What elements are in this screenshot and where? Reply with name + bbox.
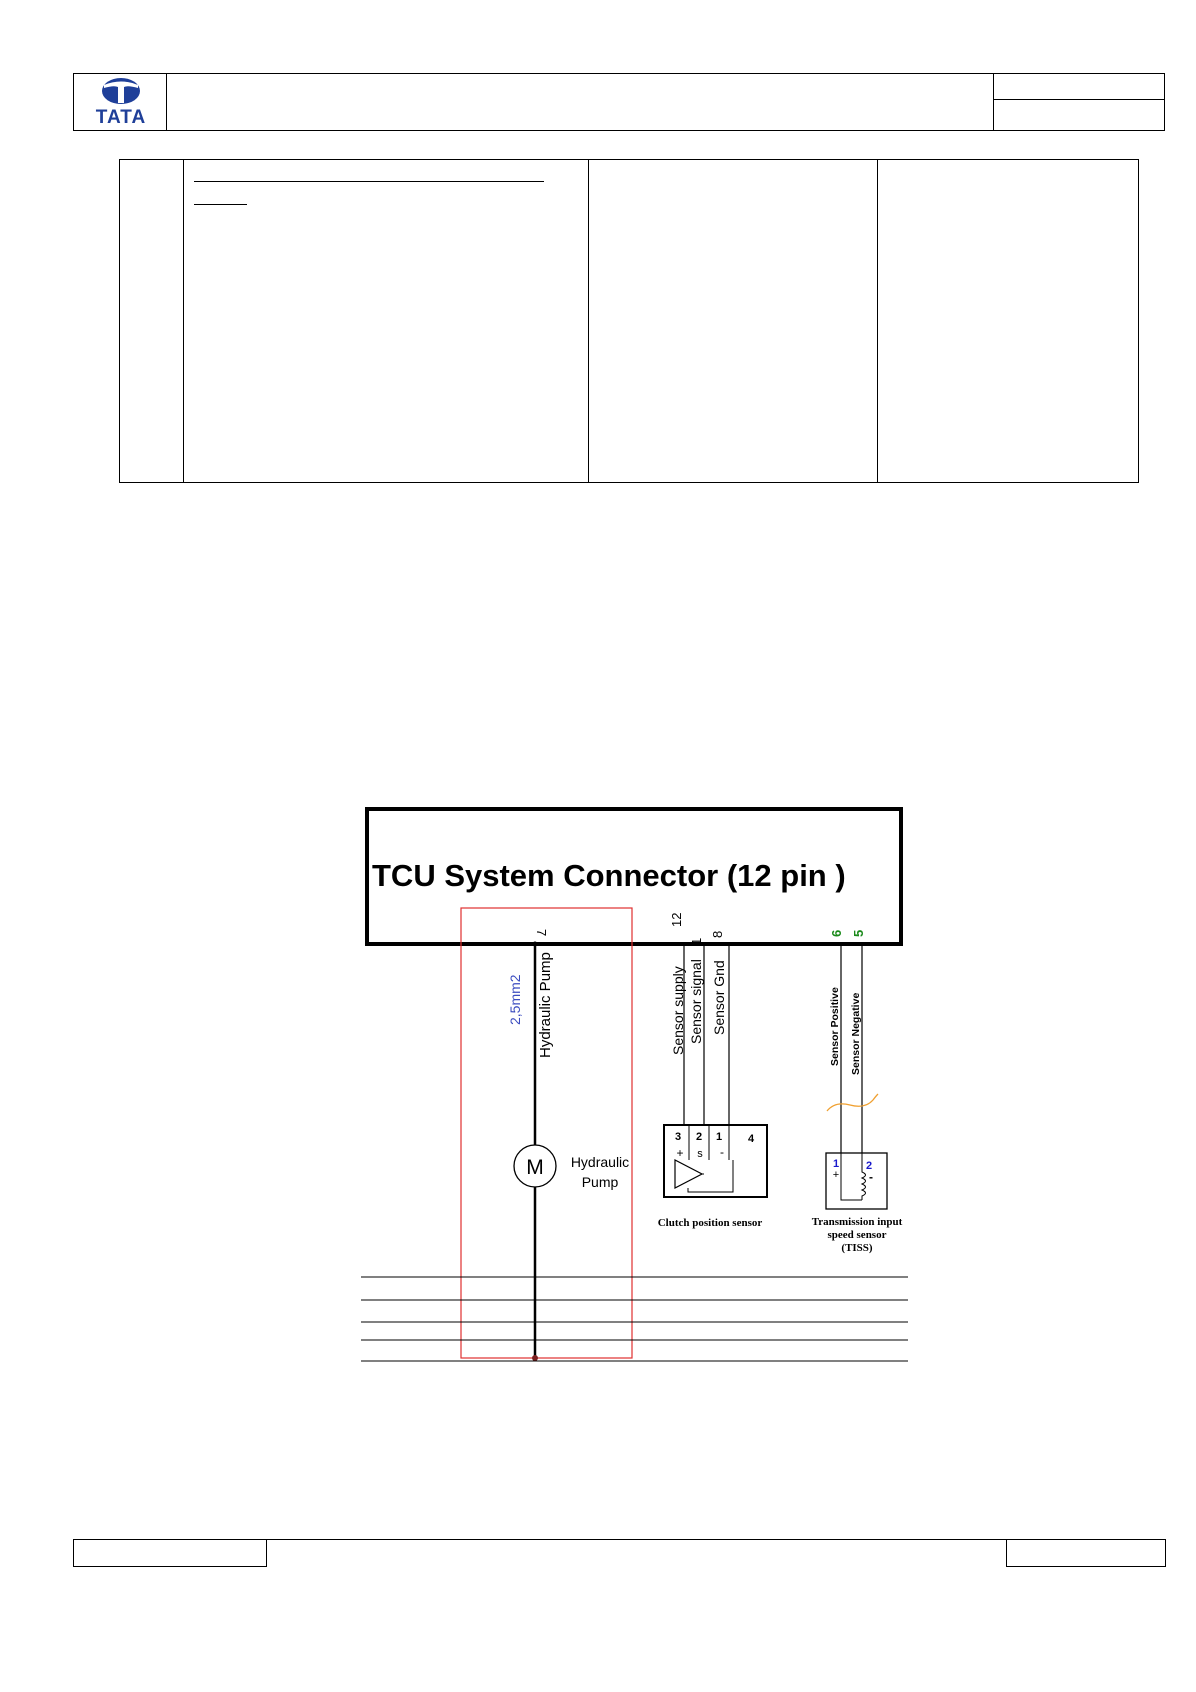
- tcu-connector-block: [365, 807, 903, 946]
- tiss-pin-1: 1: [833, 1158, 839, 1170]
- pin-5-label: 5: [851, 930, 866, 937]
- hydraulic-circuit-highlight: [460, 907, 633, 1359]
- table-rule-short: [194, 204, 247, 205]
- motor-symbol: [513, 1144, 557, 1188]
- clutch-ground-loop: [687, 1160, 734, 1193]
- wire-gauge-label: 2,5mm2: [507, 974, 523, 1025]
- clutch-amplifier-symbol: [674, 1159, 704, 1189]
- tiss-coil-symbol: [860, 1153, 866, 1200]
- footer-left-cell: [73, 1539, 267, 1567]
- clutch-s: s: [697, 1148, 703, 1160]
- sensor-positive-label: Sensor Positive: [829, 987, 841, 1066]
- tata-logo: TATA: [88, 76, 154, 128]
- sensor-supply-label: Sensor supply: [670, 966, 686, 1055]
- tata-logo-text: TATA: [95, 107, 147, 128]
- sensor-signal-label: Sensor signal: [688, 959, 704, 1044]
- tiss-pin-2: 2: [866, 1160, 872, 1172]
- clutch-plus: +: [676, 1146, 683, 1160]
- clutch-sensor-caption: Clutch position sensor: [658, 1217, 763, 1229]
- header-frame: [73, 73, 1165, 131]
- motor-label-line1: Hydraulic: [571, 1154, 629, 1170]
- pin-8-label: 8: [710, 931, 725, 938]
- connector-title: TCU System Connector (12 pin ): [372, 858, 846, 893]
- table-col-3: [588, 159, 878, 483]
- tata-logo-icon: [102, 78, 140, 104]
- table-frame: [119, 159, 1139, 483]
- motor-letter: M: [526, 1156, 544, 1179]
- clutch-pin-1: 1: [716, 1131, 722, 1143]
- ground-junction: [532, 1355, 538, 1361]
- pin-1-label: 1: [689, 938, 704, 945]
- clutch-pin-3: 3: [675, 1131, 681, 1143]
- twisted-pair-mark: [826, 1093, 879, 1112]
- motor-label-line2: Pump: [582, 1174, 619, 1190]
- tiss-caption-line3: (TISS): [841, 1242, 873, 1254]
- clutch-minus: -: [720, 1145, 724, 1159]
- tiss-minus: -: [869, 1170, 873, 1184]
- pin-12-label: 12: [669, 913, 684, 927]
- clutch-pin-4: 4: [748, 1133, 755, 1145]
- hydraulic-pump-wire-label: Hydraulic Pump: [537, 952, 554, 1058]
- header-right-cell-bottom: [993, 99, 1165, 131]
- pin-7-junction: [532, 941, 538, 947]
- pin-7-label: 7: [534, 929, 549, 936]
- sensor-negative-label: Sensor Negative: [850, 993, 862, 1075]
- tiss-internal-loop: [840, 1153, 862, 1201]
- tiss-caption-line1: Transmission input: [812, 1216, 903, 1228]
- tiss-caption-line2: speed sensor: [828, 1229, 887, 1241]
- tiss-plus: +: [833, 1169, 839, 1181]
- sensor-gnd-label: Sensor Gnd: [711, 960, 727, 1035]
- table-rule-long: [194, 181, 544, 182]
- pin-6-label: 6: [829, 930, 844, 937]
- footer-right-cell: [1006, 1539, 1166, 1567]
- footer-rule: [73, 1539, 1165, 1540]
- clutch-pin-2: 2: [696, 1131, 702, 1143]
